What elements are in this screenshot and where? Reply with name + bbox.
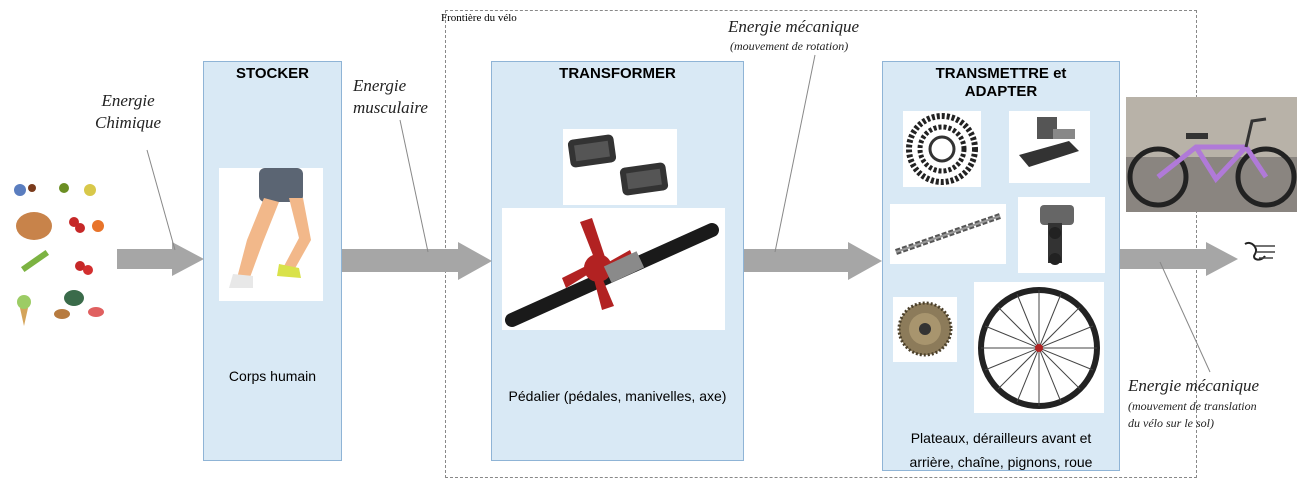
bicycle-photo	[1126, 97, 1297, 212]
front-derailleur-image	[1009, 111, 1090, 183]
energy-rotation-sublabel: (mouvement de rotation)	[730, 39, 849, 53]
rear-derailleur-image	[1018, 197, 1105, 273]
leader-musculaire	[399, 119, 429, 253]
leader-rotation	[774, 54, 816, 253]
transformer-title: TRANSFORMER	[559, 65, 676, 82]
chainrings-image	[903, 111, 981, 187]
arrow-rotation	[744, 242, 882, 280]
transmettre-caption: Plateaux, dérailleurs avant et arrière, …	[909, 430, 1093, 470]
energy-translation-label: Energie mécanique	[1128, 376, 1260, 395]
arrow-translation	[1120, 242, 1238, 276]
energy-translation-sublabel: (mouvement de translation du vélo sur le…	[1128, 399, 1257, 430]
leader-translation	[1159, 261, 1211, 373]
chain-image	[890, 204, 1006, 264]
arrow-musculaire	[342, 242, 492, 280]
energy-rotation-label: Energie mécanique	[728, 17, 860, 36]
frontier-label: Frontière du vélo	[441, 12, 517, 24]
stocker-caption: Corps humain	[228, 368, 317, 384]
transmettre-title: TRANSMETTRE et ADAPTER	[935, 65, 1067, 100]
motion-sketch-image	[1241, 236, 1277, 268]
energy-musculaire-label: Energie musculaire	[353, 76, 428, 117]
human-legs-image	[219, 168, 323, 301]
stocker-title: STOCKER	[235, 65, 310, 82]
crankset-image	[502, 208, 725, 330]
bike-frontier-boundary	[445, 10, 1197, 478]
leader-chimique	[146, 149, 176, 251]
food-image	[6, 178, 110, 328]
arrow-chimique	[117, 242, 204, 276]
wheel-image	[974, 282, 1104, 413]
pedals-image	[563, 129, 677, 205]
cassette-image	[893, 297, 957, 362]
energy-chimique-label: Energie Chimique	[95, 91, 162, 132]
transformer-caption: Pédalier (pédales, manivelles, axe)	[508, 388, 727, 404]
